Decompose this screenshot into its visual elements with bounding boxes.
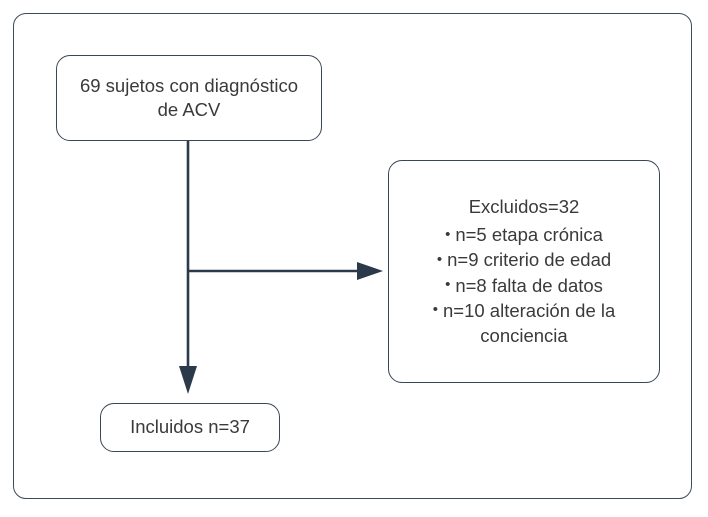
list-item-label: n=10 alteración de la conciencia: [442, 299, 616, 346]
node-source-population: 69 sujetos con diagnóstico de ACV: [56, 55, 322, 141]
list-item-label: n=9 criterio de edad: [447, 249, 612, 271]
figure-outer-frame: [13, 13, 692, 499]
list-item: •n=9 criterio de edad: [401, 247, 647, 272]
list-item-label: n=8 falta de datos: [455, 274, 603, 296]
bullet-icon: •: [436, 251, 443, 269]
list-item-label: n=5 etapa crónica: [455, 224, 603, 246]
bullet-icon: •: [445, 276, 451, 294]
bullet-icon: •: [445, 225, 451, 243]
list-item: •n=5 etapa crónica: [401, 222, 647, 247]
node-source-label: 69 sujetos con diagnóstico de ACV: [79, 74, 299, 120]
list-item: •n=8 falta de datos: [401, 273, 647, 298]
node-included: Incluidos n=37: [100, 403, 280, 452]
node-excluded: Excluidos=32 •n=5 etapa crónica •n=9 cri…: [388, 160, 660, 383]
node-excluded-title: Excluidos=32: [468, 195, 580, 217]
node-excluded-reason-list: •n=5 etapa crónica •n=9 criterio de edad…: [401, 222, 647, 348]
list-item: •n=10 alteración de la conciencia: [401, 298, 647, 348]
bullet-icon: •: [432, 301, 438, 319]
node-included-label: Incluidos n=37: [130, 416, 250, 438]
